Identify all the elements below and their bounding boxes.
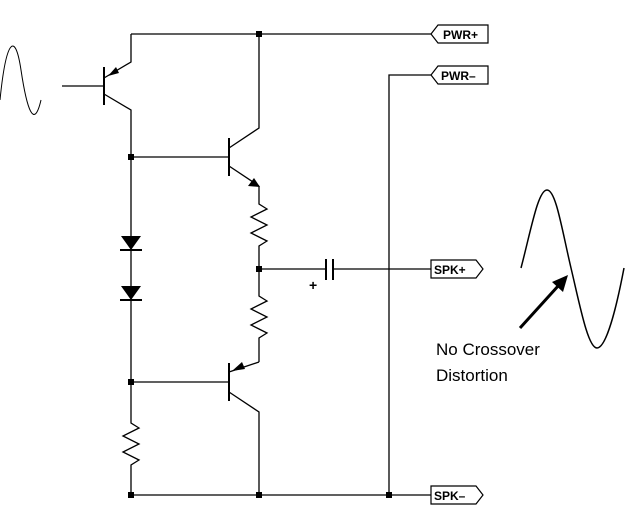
annotation-line-1: No Crossover bbox=[436, 340, 540, 359]
input-sine-wave bbox=[0, 45, 42, 115]
junction-dot bbox=[256, 31, 262, 37]
capacitor-polarity-mark: + bbox=[309, 277, 317, 293]
svg-text:SPK+: SPK+ bbox=[434, 263, 466, 277]
resistor-lower bbox=[249, 269, 269, 362]
svg-text:PWR+: PWR+ bbox=[443, 28, 478, 42]
wire-pwr-minus-return bbox=[388, 74, 431, 495]
transistor-q2-upper bbox=[228, 34, 260, 187]
port-pwr-plus: PWR+ bbox=[430, 24, 489, 44]
annotation-arrow bbox=[518, 275, 568, 330]
output-sine-wave bbox=[520, 189, 625, 349]
transistor-q1-driver bbox=[62, 34, 132, 157]
capacitor-output bbox=[325, 259, 334, 280]
resistor-upper bbox=[249, 186, 269, 269]
junction-dot bbox=[128, 379, 134, 385]
port-pwr-minus: PWR– bbox=[430, 65, 489, 85]
junction-dot bbox=[256, 492, 262, 498]
diode-lower bbox=[120, 286, 142, 301]
svg-text:PWR–: PWR– bbox=[441, 69, 476, 83]
transistor-q3-lower bbox=[131, 361, 260, 495]
svg-text:SPK–: SPK– bbox=[434, 489, 466, 503]
diode-upper bbox=[120, 236, 142, 251]
port-spk-plus: SPK+ bbox=[430, 259, 484, 279]
annotation-line-2: Distortion bbox=[436, 366, 508, 385]
junction-dot bbox=[386, 492, 392, 498]
junction-dot bbox=[256, 266, 262, 272]
port-spk-minus: SPK– bbox=[430, 485, 484, 505]
junction-dot bbox=[128, 492, 134, 498]
resistor-bias bbox=[121, 382, 141, 495]
junction-dot bbox=[128, 154, 134, 160]
